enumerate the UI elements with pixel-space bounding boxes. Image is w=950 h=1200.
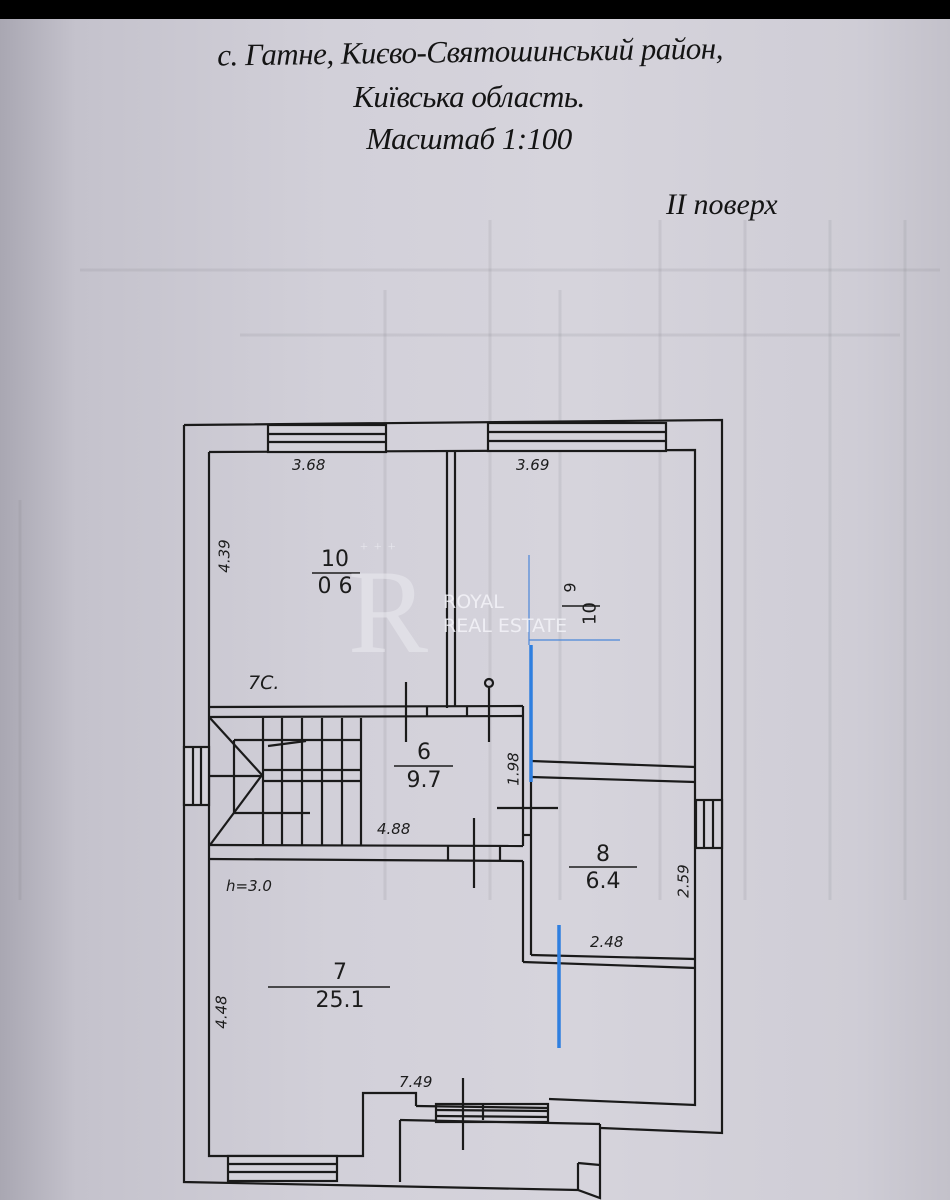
room6-area: 9.7 xyxy=(406,768,442,793)
room8-number: 8 xyxy=(596,842,610,867)
outer-wall-right xyxy=(183,418,724,1135)
dim-room8-height: 2.59 xyxy=(674,864,693,898)
dim-room7-height: 4.48 xyxy=(212,995,231,1029)
room10-number: 10 xyxy=(321,547,349,572)
room9-area: 10 xyxy=(579,602,601,625)
dim-room10-height: 4.39 xyxy=(215,539,234,573)
inner-wall xyxy=(208,448,697,1107)
top-black-bar xyxy=(0,0,950,19)
ceiling-height-label: h=3.0 xyxy=(226,877,272,895)
dim-room7-width: 7.49 xyxy=(399,1073,433,1091)
watermark-line-2: REAL ESTATE xyxy=(443,615,568,637)
dim-room8-width: 2.48 xyxy=(590,933,624,951)
watermark-text: ROYAL REAL ESTATE xyxy=(443,590,567,638)
room8-area: 6.4 xyxy=(585,869,621,894)
blue-markers xyxy=(529,645,561,1048)
dim-room10-width: 3.68 xyxy=(292,456,326,474)
dim-room6-height: 1.98 xyxy=(504,752,523,786)
scale-label: Масштаб 1:100 xyxy=(366,121,572,156)
watermark-line-1: ROYAL xyxy=(443,591,504,613)
dim-room6-width: 4.88 xyxy=(377,820,411,838)
room10-area: 0 6 xyxy=(317,574,353,599)
dim-room9-width: 3.69 xyxy=(516,456,550,474)
watermark-stars: +++ xyxy=(360,540,402,555)
watermark-logo-icon: R xyxy=(348,545,429,678)
room6-number: 6 xyxy=(417,740,431,765)
room7-number: 7 xyxy=(333,960,347,985)
room7-area: 25.1 xyxy=(315,988,365,1013)
room10-corner-note: 7С. xyxy=(248,672,280,694)
address-line-2: Київська область. xyxy=(353,79,585,114)
floor-label: II поверх xyxy=(666,188,778,221)
